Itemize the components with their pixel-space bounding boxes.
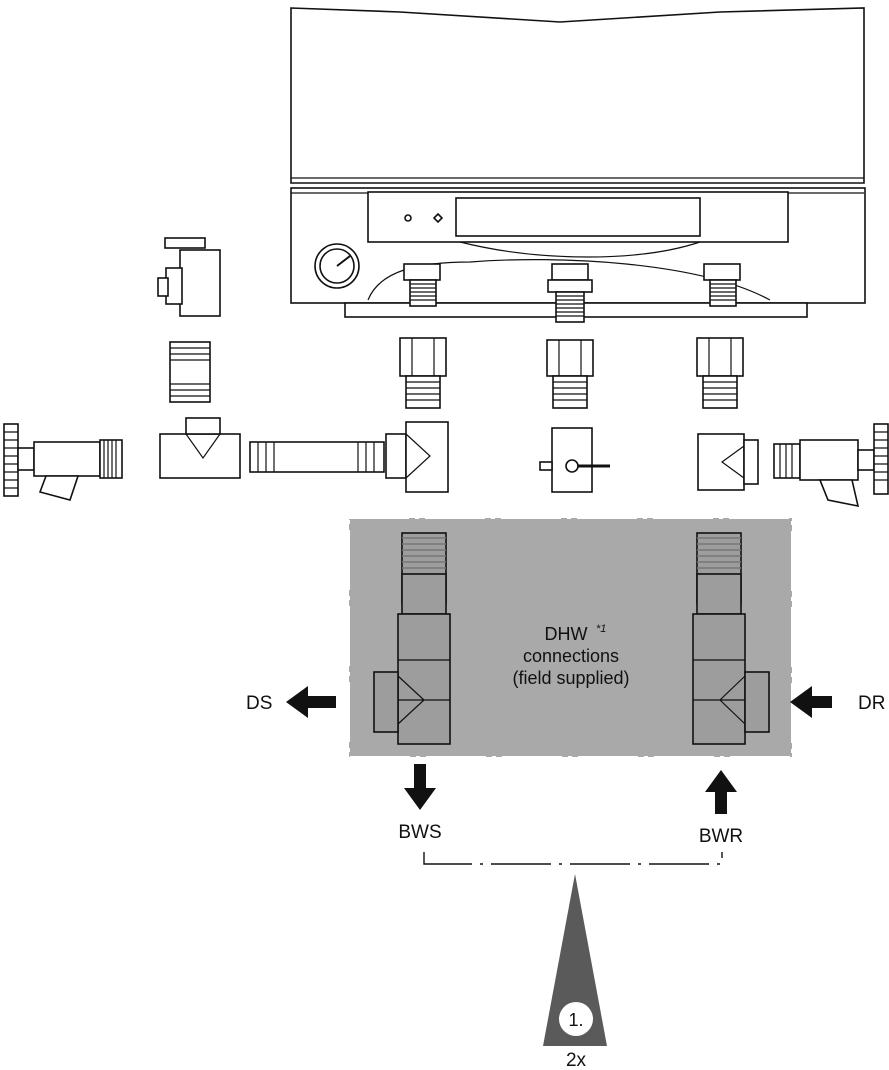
outlet-stub-right: [703, 263, 741, 307]
arrow-left-icon: [286, 686, 336, 718]
arrow-down-icon: [404, 764, 436, 810]
arrow-up-icon: [705, 770, 737, 814]
field-tee-right: [692, 613, 770, 745]
connection-bracket: [423, 852, 723, 865]
nipple-left: [169, 341, 211, 403]
dhw-footnote: *1: [596, 623, 606, 635]
pressure-gauge-icon: [314, 243, 360, 289]
tee-fitting-1: [159, 417, 241, 479]
display-window: [455, 197, 701, 237]
drain-valve-right: [773, 423, 889, 508]
adapter-3: [696, 337, 744, 409]
field-nipple-right: [696, 532, 742, 615]
ds-label: DS: [246, 693, 272, 714]
dr-label: DR: [858, 693, 885, 714]
adapter-2: [546, 339, 594, 409]
field-tee-left: [373, 613, 451, 745]
indicator-diamond-icon: [432, 212, 444, 224]
ball-valve: [539, 427, 610, 493]
drain-valve-left: [3, 423, 123, 501]
arrow-left-icon: [790, 686, 832, 718]
bws-label: BWS: [398, 822, 441, 843]
step-number: 1.: [568, 1010, 583, 1030]
bwr-label: BWR: [699, 826, 743, 847]
check-valve: [157, 237, 221, 317]
indicator-led-icon: [404, 214, 412, 222]
tee-fitting-2: [385, 421, 449, 493]
field-nipple-left: [401, 532, 447, 615]
dhw-label: DHW: [545, 624, 588, 644]
tee-fitting-3: [697, 433, 759, 491]
adapter-1: [399, 337, 447, 409]
boiler-top-cover: [290, 7, 865, 184]
outlet-stub-middle: [547, 263, 593, 323]
outlet-stub-left: [403, 263, 441, 307]
quantity-label: 2x: [566, 1050, 587, 1070]
step-indicator: 1. 2x: [543, 874, 607, 1070]
field-supplied-box: DHW *1 connections (field supplied): [348, 517, 793, 758]
connections-label: connections: [523, 646, 619, 666]
step-number-badge: [559, 1002, 593, 1036]
boiler-unit: [290, 7, 866, 323]
pipe-nipple-horizontal: [249, 441, 385, 473]
field-supplied-label: (field supplied): [512, 668, 629, 688]
